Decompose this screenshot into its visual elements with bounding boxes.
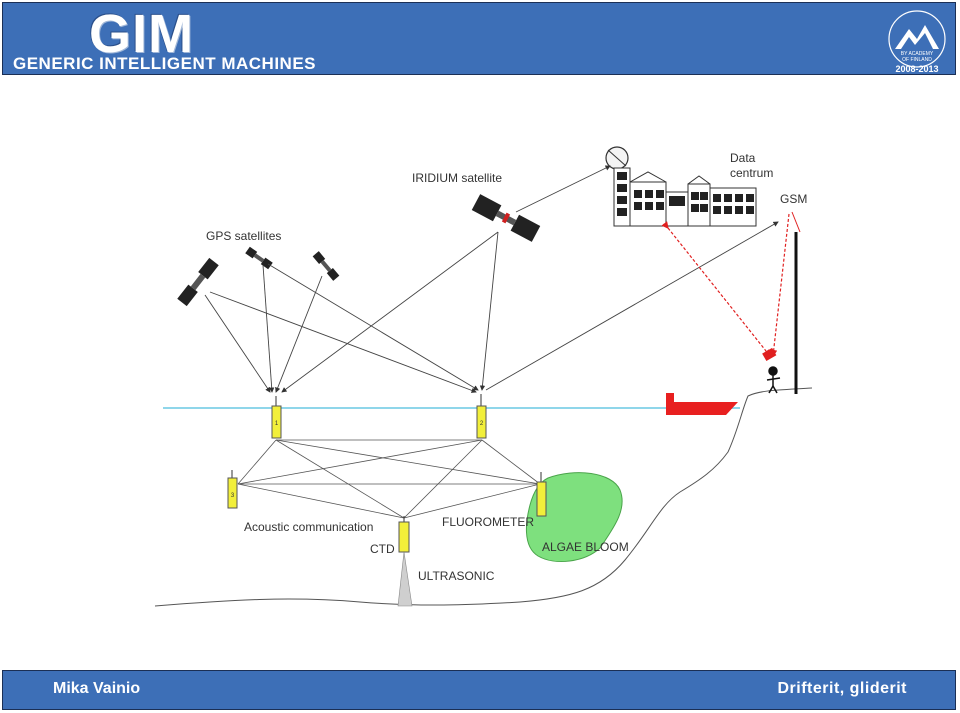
label-ctd: CTD: [370, 542, 395, 556]
label-algae-bloom: ALGAE BLOOM: [542, 540, 629, 554]
footer-author: Mika Vainio: [53, 680, 141, 697]
data-centrum-building: [605, 146, 757, 227]
algae-bloom: [526, 472, 623, 562]
person-on-shore: [762, 347, 781, 394]
ultrasonic-beam: [397, 551, 413, 607]
logo-gim: GIM: [89, 4, 194, 64]
drifter-fluorometer: [536, 472, 547, 517]
gps-satellite-3: [312, 251, 340, 281]
label-gsm: GSM: [780, 192, 807, 206]
svg-text:2: 2: [480, 421, 484, 427]
footer-bar: Mika Vainio Drifterit, gliderit: [2, 670, 956, 710]
badge-line2: OF FINLAND: [902, 57, 932, 63]
footer-title: Drifterit, gliderit: [777, 680, 907, 697]
drifter-1: 1: [271, 396, 282, 439]
academy-badge-icon: BY ACADEMY OF FINLAND 2008-2013: [888, 10, 946, 74]
label-data-centrum-2: centrum: [730, 166, 773, 180]
badge-line1: BY ACADEMY: [901, 51, 934, 57]
iridium-satellite: [471, 194, 541, 242]
seabed-outline: [154, 387, 813, 607]
logo-subtitle: GENERIC INTELLIGENT MACHINES: [13, 54, 317, 73]
label-acoustic: Acoustic communication: [244, 520, 373, 534]
label-gps: GPS satellites: [206, 229, 281, 243]
header-bar: GIM GENERIC INTELLIGENT MACHINES BY ACAD…: [2, 2, 956, 75]
gps-satellite-2: [245, 246, 273, 270]
svg-text:1: 1: [275, 421, 279, 427]
badge-years: 2008-2013: [895, 64, 938, 74]
svg-text:3: 3: [231, 493, 235, 499]
label-fluorometer: FLUOROMETER: [442, 515, 534, 529]
drifter-ctd: [398, 516, 410, 553]
label-ultrasonic: ULTRASONIC: [418, 569, 495, 583]
drifter-2: 2: [476, 394, 487, 439]
drifter-3: 3: [227, 470, 238, 509]
label-data-centrum-1: Data: [730, 151, 756, 165]
boat: [666, 393, 738, 415]
label-iridium: IRIDIUM satellite: [412, 171, 502, 185]
gsm-mast: [791, 211, 801, 394]
gps-satellite-1: [177, 257, 219, 307]
